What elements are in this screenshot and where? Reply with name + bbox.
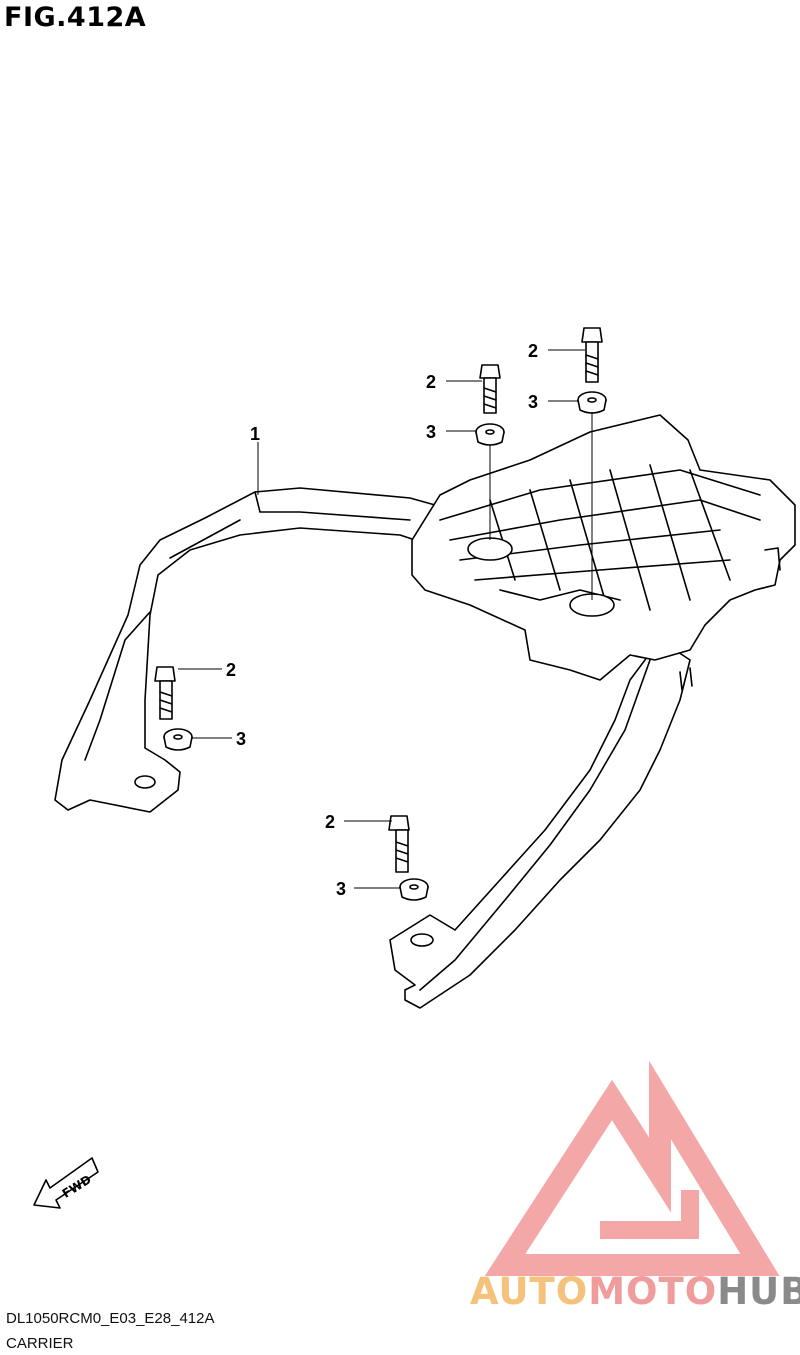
callout-2: 2 [426,372,436,392]
callout-3: 3 [426,422,436,442]
bolt-icon [479,364,501,414]
callout-3: 3 [528,392,538,412]
bolt-icon [581,327,603,383]
callout-1: 1 [250,424,260,444]
carrier-top-plate [411,414,796,681]
washer-icon [577,391,607,414]
leader-lines [178,349,585,889]
callout-3: 3 [336,879,346,899]
diagram-name: CARRIER [6,1335,74,1352]
carrier-left-arm [54,487,436,813]
watermark-logo [484,1060,780,1276]
diagram-code: DL1050RCM0_E03_E28_412A [6,1310,215,1327]
assembly-lines [489,412,593,600]
callout-2: 2 [226,660,236,680]
figure-title: FIG.412A [4,2,147,33]
forward-arrow-icon: FWD [33,1157,99,1209]
watermark-brand: AUTOMOTOHUB [470,1270,800,1313]
brand-auto: AUTO [470,1270,589,1313]
washer-icon [399,878,429,901]
washer-icon [163,728,193,751]
carrier-right-arm [389,639,693,1009]
washer-icon [475,423,505,446]
bolt-icon [388,815,410,873]
callout-3: 3 [236,729,246,749]
brand-hub: HUB [717,1270,800,1313]
callout-2: 2 [325,812,335,832]
callout-2: 2 [528,341,538,361]
brand-moto: MOTO [588,1270,718,1313]
bolt-icon [154,666,176,720]
